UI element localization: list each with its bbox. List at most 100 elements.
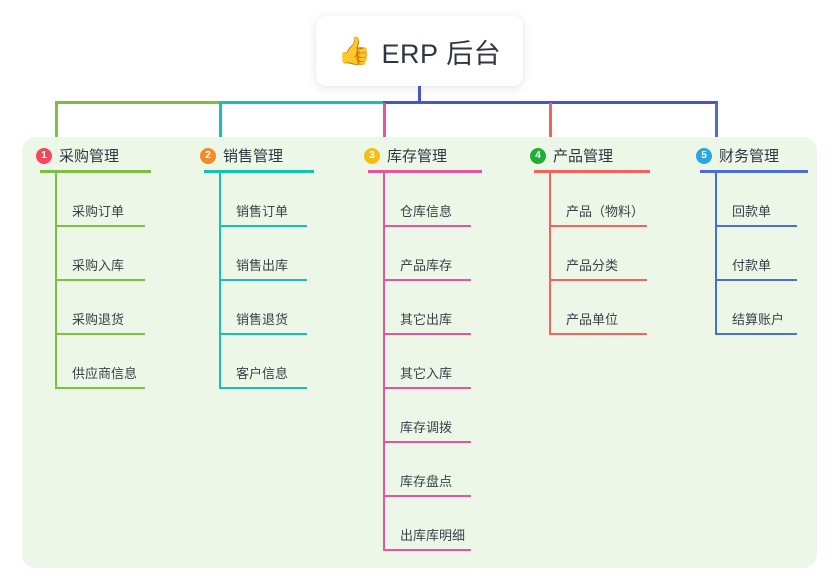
branch-item-underline (219, 333, 307, 335)
branch-item-label: 产品单位 (566, 312, 619, 327)
root-connector-line (418, 86, 421, 103)
branch-item[interactable]: 回款单 (715, 173, 797, 227)
connector-bus-segment-2 (219, 101, 383, 104)
root-node-card[interactable]: 👍 ERP 后台 (316, 16, 523, 86)
branch-header-underline (204, 170, 314, 173)
branch-item[interactable]: 供应商信息 (55, 335, 145, 389)
branch-item-underline (383, 495, 471, 497)
connector-drop-3 (383, 103, 386, 139)
branch-item[interactable]: 产品单位 (549, 281, 647, 335)
branch-item[interactable]: 其它出库 (383, 281, 471, 335)
branch-item[interactable]: 销售订单 (219, 173, 307, 227)
branch-header-underline (534, 170, 650, 173)
branch-item[interactable]: 客户信息 (219, 335, 307, 389)
branch-trunk-line (55, 173, 57, 389)
branch-trunk-line (715, 173, 717, 335)
branch-number-badge: 4 (530, 147, 546, 164)
connector-bus-segment-3 (383, 101, 718, 104)
branch-item-label: 供应商信息 (72, 366, 138, 381)
branch-item-label: 产品分类 (566, 258, 619, 273)
branch-item-underline (383, 387, 471, 389)
connector-drop-1 (55, 103, 58, 139)
branch-item-underline (219, 279, 307, 281)
branch-number-badge: 5 (696, 147, 712, 164)
branch-item[interactable]: 出库库明细 (383, 497, 471, 551)
branch-header-4[interactable]: 4 产品管理 (530, 145, 613, 166)
branch-title: 库存管理 (387, 148, 448, 165)
branch-item-label: 销售订单 (236, 204, 289, 219)
branch-item-underline (55, 279, 145, 281)
branch-item[interactable]: 其它入库 (383, 335, 471, 389)
branch-item-underline (55, 225, 145, 227)
branch-item-label: 结算账户 (732, 312, 785, 327)
branch-item[interactable]: 销售出库 (219, 227, 307, 281)
branch-item[interactable]: 库存盘点 (383, 443, 471, 497)
branch-item-underline (383, 333, 471, 335)
branch-item[interactable]: 结算账户 (715, 281, 797, 335)
branch-title: 采购管理 (59, 148, 120, 165)
branch-trunk-line (383, 173, 385, 551)
branch-item-label: 其它出库 (400, 312, 453, 327)
branch-title: 销售管理 (223, 148, 284, 165)
branch-item-underline (549, 279, 647, 281)
branch-item-underline (715, 225, 797, 227)
thumbs-up-icon: 👍 (337, 35, 372, 66)
branch-item-underline (219, 387, 307, 389)
branch-item-underline (55, 333, 145, 335)
branch-number-badge: 3 (364, 147, 380, 164)
branch-column-5: 5 财务管理回款单付款单结算账户 (696, 137, 836, 568)
branch-item[interactable]: 采购入库 (55, 227, 145, 281)
branch-item-underline (715, 279, 797, 281)
branch-item[interactable]: 产品分类 (549, 227, 647, 281)
branch-item-label: 客户信息 (236, 366, 289, 381)
branch-title: 财务管理 (719, 148, 780, 165)
branch-header-3[interactable]: 3 库存管理 (364, 145, 447, 166)
branch-item-label: 出库库明细 (400, 528, 466, 543)
branch-item-underline (383, 549, 471, 551)
branch-column-3: 3 库存管理仓库信息产品库存其它出库其它入库库存调拨库存盘点出库库明细 (364, 137, 516, 568)
branch-item-underline (219, 225, 307, 227)
branch-title: 产品管理 (553, 148, 614, 165)
branch-header-underline (368, 170, 482, 173)
branch-header-underline (40, 170, 151, 173)
branch-item-underline (549, 333, 647, 335)
branch-item[interactable]: 仓库信息 (383, 173, 471, 227)
branch-header-5[interactable]: 5 财务管理 (696, 145, 779, 166)
branch-item-label: 采购退货 (72, 312, 125, 327)
branch-item[interactable]: 销售退货 (219, 281, 307, 335)
branch-item[interactable]: 采购订单 (55, 173, 145, 227)
branch-item-label: 产品库存 (400, 258, 453, 273)
branch-item-label: 销售退货 (236, 312, 289, 327)
connector-drop-2 (219, 103, 222, 139)
branch-item-underline (55, 387, 145, 389)
branch-item-label: 其它入库 (400, 366, 453, 381)
branch-item-label: 采购入库 (72, 258, 125, 273)
connector-bus-segment-1 (55, 101, 219, 104)
branch-item[interactable]: 产品库存 (383, 227, 471, 281)
branch-item-underline (549, 225, 647, 227)
branch-item-label: 回款单 (732, 204, 772, 219)
branch-item-underline (383, 279, 471, 281)
branch-trunk-line (549, 173, 551, 335)
branch-item-label: 采购订单 (72, 204, 125, 219)
branch-item-label: 产品（物料） (566, 204, 645, 219)
branch-items: 产品（物料） 产品分类产品单位 (530, 173, 682, 335)
root-node-title: ERP 后台 (381, 38, 502, 69)
branch-items: 仓库信息产品库存其它出库其它入库库存调拨库存盘点出库库明细 (364, 173, 516, 551)
branch-item[interactable]: 产品（物料） (549, 173, 647, 227)
branch-item-label: 库存盘点 (400, 474, 453, 489)
branch-item[interactable]: 采购退货 (55, 281, 145, 335)
branch-item-label: 销售出库 (236, 258, 289, 273)
connector-drop-5 (715, 103, 718, 139)
branch-column-4: 4 产品管理产品（物料） 产品分类产品单位 (530, 137, 682, 568)
branch-item[interactable]: 付款单 (715, 227, 797, 281)
connector-drop-4 (549, 103, 552, 139)
branch-items: 采购订单采购入库采购退货供应商信息 (36, 173, 186, 389)
branch-item[interactable]: 库存调拨 (383, 389, 471, 443)
branch-item-label: 仓库信息 (400, 204, 453, 219)
